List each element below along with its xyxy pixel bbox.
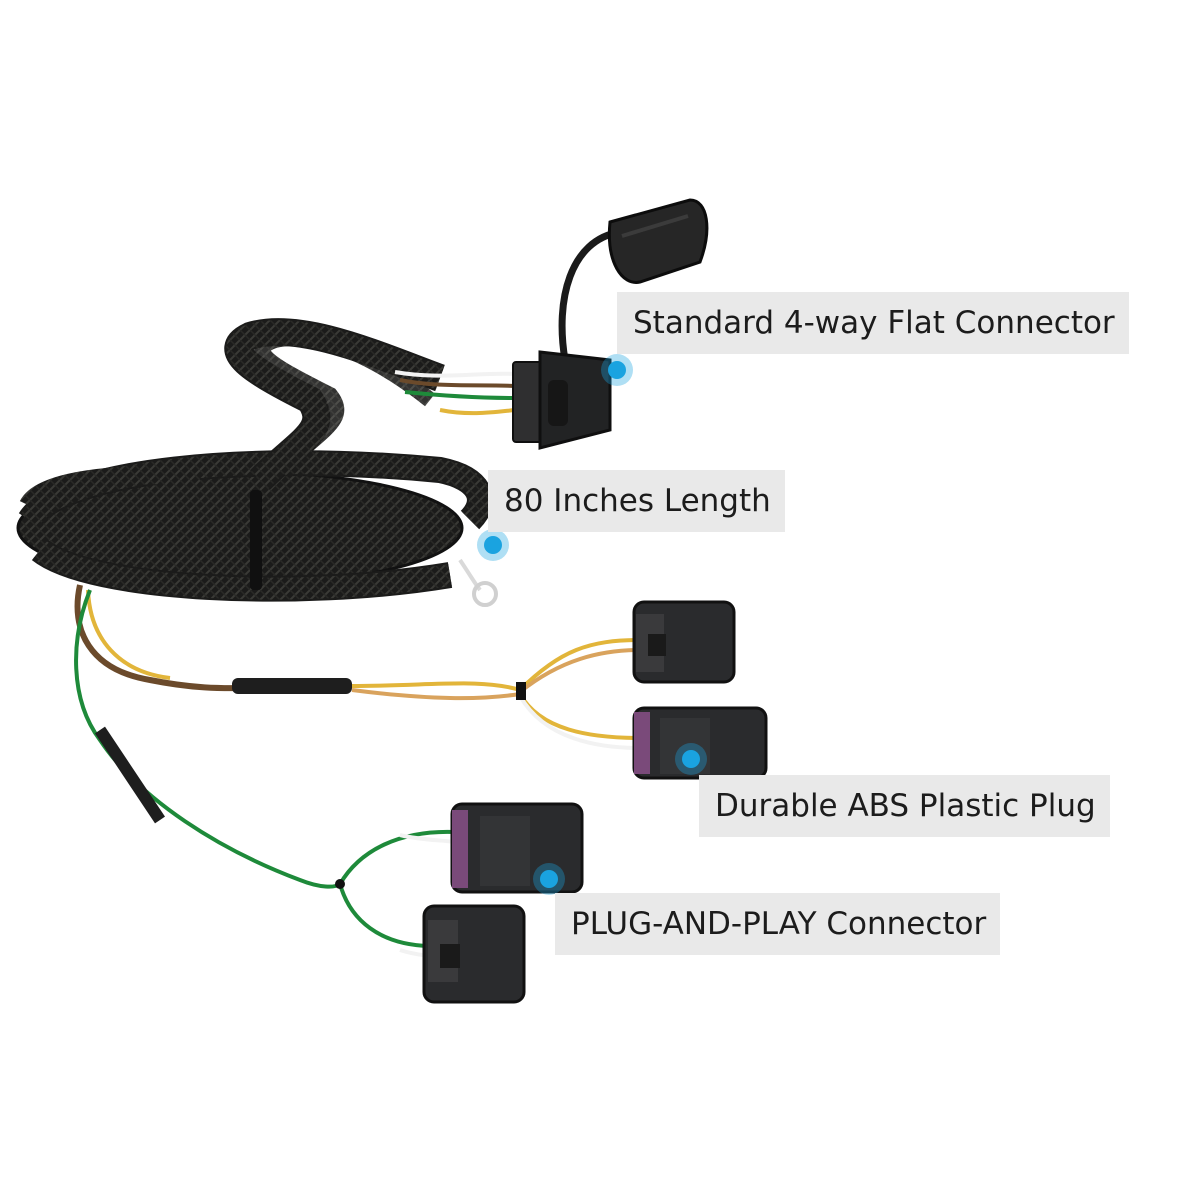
callout-marker-icon: [675, 743, 707, 775]
length-label: 80 Inches Length: [488, 470, 785, 532]
lower-plug-pair: [422, 802, 584, 1004]
breakout-wires: [74, 558, 641, 958]
callout-marker-icon: [533, 863, 565, 895]
braided-harness-coil: [16, 318, 493, 602]
abs-plug-label: Durable ABS Plastic Plug: [699, 775, 1110, 837]
flat-4way-connector: [512, 198, 709, 450]
plug-and-play-label: PLUG-AND-PLAY Connector: [555, 893, 1001, 955]
upper-plug-pair: [632, 600, 768, 780]
callout-marker-icon: [477, 529, 509, 561]
flat-connector-wires: [394, 370, 516, 416]
callout-marker-icon: [601, 354, 633, 386]
flat-connector-label: Standard 4-way Flat Connector: [617, 292, 1129, 354]
